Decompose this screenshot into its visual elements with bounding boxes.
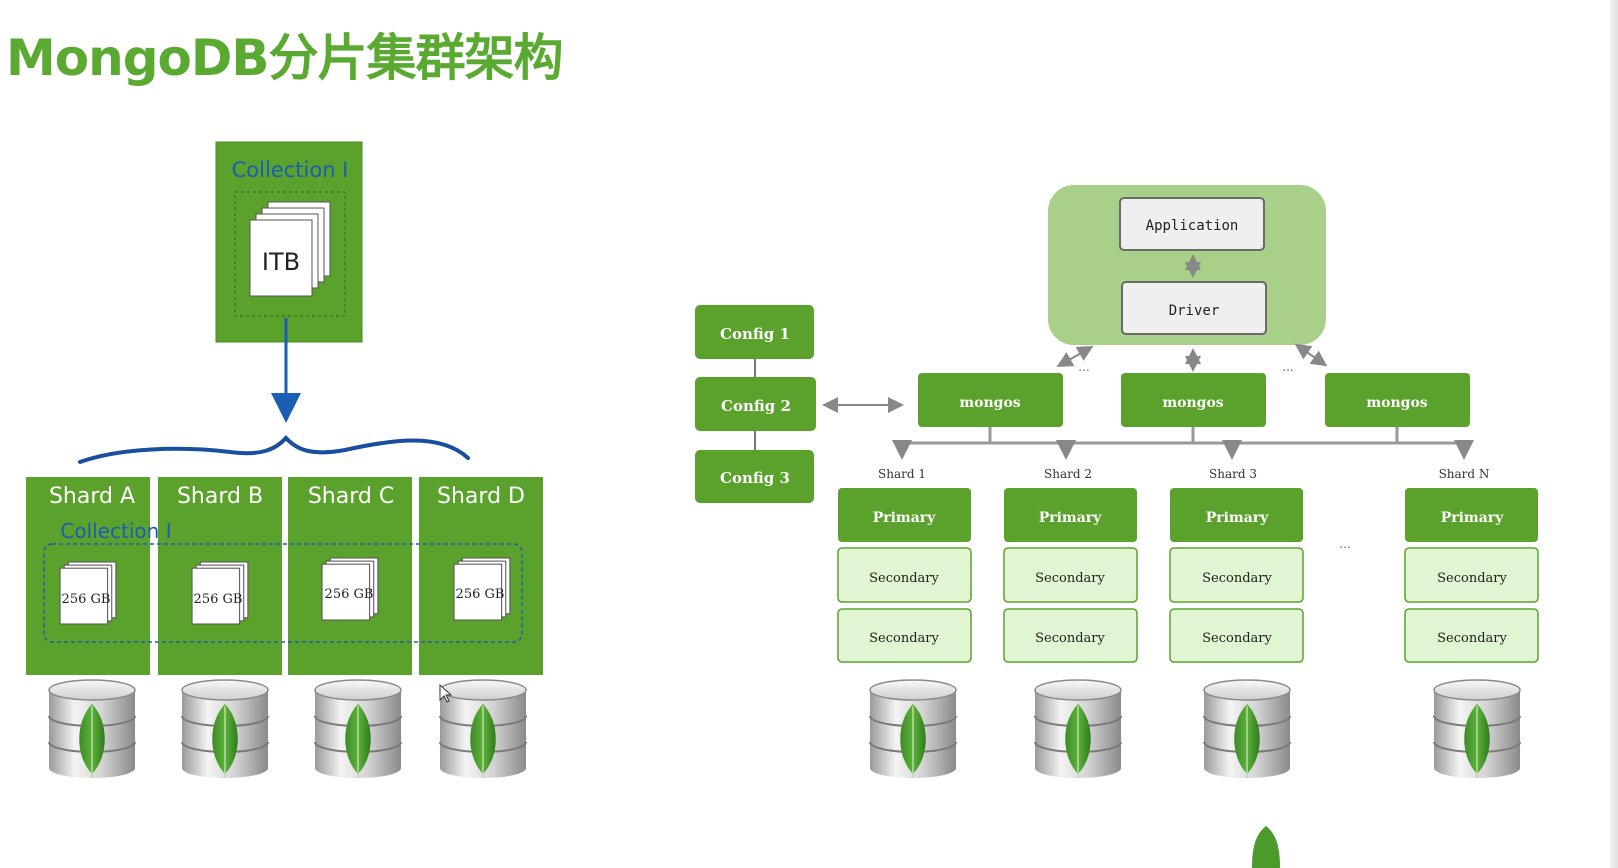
shard-1-secondary-2: Secondary xyxy=(837,608,972,663)
mongodb-database-icon xyxy=(314,679,402,779)
secondary-label: Secondary xyxy=(869,631,939,646)
shard-3-primary: Primary xyxy=(1170,488,1303,542)
shard-n-label: Shard N xyxy=(1439,467,1490,481)
application-box: Application xyxy=(1119,197,1265,251)
shard-1-secondary-1: Secondary xyxy=(837,547,972,603)
shard-3-label: Shard 3 xyxy=(1209,467,1257,481)
mongodb-database-icon xyxy=(1034,679,1122,779)
leaf-icon xyxy=(1252,826,1280,868)
mongos-shard-bus xyxy=(892,427,1474,460)
mongos-router-2: mongos xyxy=(1121,373,1266,427)
shard-collection-outline xyxy=(43,543,523,643)
shard-1-primary: Primary xyxy=(838,488,971,542)
secondary-label: Secondary xyxy=(1202,631,1272,646)
shard-n-secondary-2: Secondary xyxy=(1404,608,1539,663)
config-3-label: Config 3 xyxy=(720,469,790,487)
shard-n-secondary-1: Secondary xyxy=(1404,547,1539,603)
window-edge xyxy=(1610,0,1618,868)
brace xyxy=(78,435,470,464)
mongodb-database-icon xyxy=(48,679,136,779)
shard-d-label: Shard D xyxy=(437,484,525,509)
mongos-3-label: mongos xyxy=(1366,395,1427,411)
mongodb-database-icon xyxy=(439,679,527,779)
mongos-2-label: mongos xyxy=(1162,395,1223,411)
ellipsis: ... xyxy=(1282,360,1293,374)
driver-label: Driver xyxy=(1169,303,1220,319)
mongodb-database-icon xyxy=(1203,679,1291,779)
primary-label: Primary xyxy=(1039,510,1102,526)
shard-b-size: 256 GB xyxy=(194,592,243,607)
mongos-router-3: mongos xyxy=(1325,373,1470,427)
shard-a-size: 256 GB xyxy=(62,592,111,607)
secondary-label: Secondary xyxy=(1437,631,1507,646)
secondary-label: Secondary xyxy=(1202,571,1272,586)
shard-collection-label: Collection I xyxy=(60,519,171,543)
shard-c-label: Shard C xyxy=(308,484,394,509)
shard-3-secondary-1: Secondary xyxy=(1169,547,1304,603)
secondary-label: Secondary xyxy=(1437,571,1507,586)
secondary-label: Secondary xyxy=(869,571,939,586)
mongos-1-label: mongos xyxy=(959,395,1020,411)
mongos-router-1: mongos xyxy=(918,373,1063,427)
ellipsis: ... xyxy=(1078,360,1089,374)
config-2-label: Config 2 xyxy=(721,397,791,415)
mongodb-database-icon xyxy=(181,679,269,779)
mongodb-database-icon xyxy=(1433,679,1521,779)
primary-label: Primary xyxy=(1441,510,1504,526)
mongodb-database-icon xyxy=(869,679,957,779)
collection-label: Collection I xyxy=(232,158,349,182)
shard-1-label: Shard 1 xyxy=(878,467,926,481)
driver-mongos-arrow xyxy=(1294,343,1328,367)
shard-2-secondary-1: Secondary xyxy=(1003,547,1138,603)
document-stack-icon xyxy=(249,201,331,297)
collection-box: Collection I ITB xyxy=(215,141,363,343)
shard-n-primary: Primary xyxy=(1405,488,1538,542)
secondary-label: Secondary xyxy=(1035,631,1105,646)
shard-c-size: 256 GB xyxy=(325,587,374,602)
driver-mongos-arrow xyxy=(1056,346,1094,367)
application-label: Application xyxy=(1146,218,1239,234)
shard-2-label: Shard 2 xyxy=(1044,467,1092,481)
config-1-box: Config 1 xyxy=(695,305,814,359)
page-title: MongoDB分片集群架构 xyxy=(6,29,563,87)
ellipsis: ... xyxy=(1339,537,1350,551)
config-3-box: Config 3 xyxy=(695,450,814,503)
primary-label: Primary xyxy=(1206,510,1269,526)
shard-a-label: Shard A xyxy=(49,484,135,509)
shard-2-primary: Primary xyxy=(1004,488,1137,542)
shard-2-secondary-2: Secondary xyxy=(1003,608,1138,663)
config-2-box: Config 2 xyxy=(695,377,816,431)
shard-b-label: Shard B xyxy=(177,484,263,509)
secondary-label: Secondary xyxy=(1035,571,1105,586)
shard-3-secondary-2: Secondary xyxy=(1169,608,1304,663)
driver-box: Driver xyxy=(1121,281,1267,335)
cursor-icon xyxy=(439,683,453,703)
config-1-label: Config 1 xyxy=(720,325,790,343)
shard-d-size: 256 GB xyxy=(456,587,505,602)
collection-size: ITB xyxy=(262,248,300,276)
primary-label: Primary xyxy=(873,510,936,526)
